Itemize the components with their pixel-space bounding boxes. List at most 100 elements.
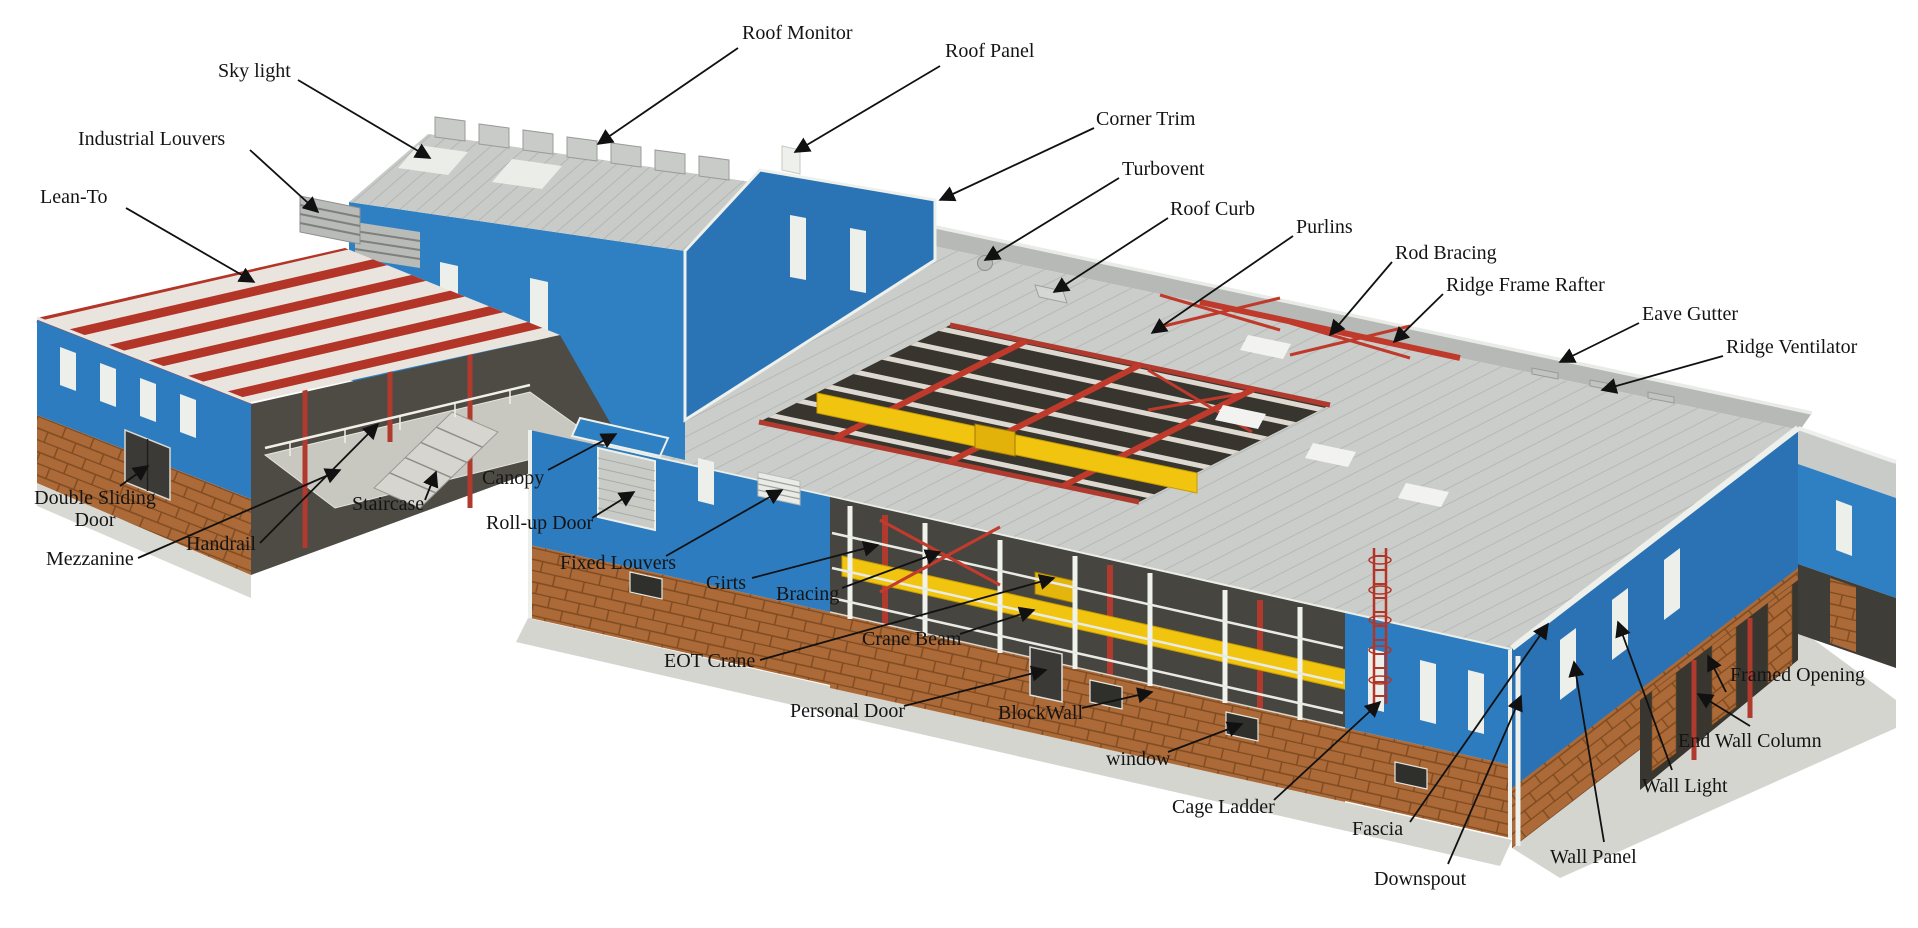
arrow-wall-light [1615,620,1673,771]
arrow-mezzanine [137,468,342,559]
label-window: window [1106,748,1171,770]
roof-skylight [1215,405,1266,429]
label-mezzanine: Mezzanine [46,548,134,570]
tall-block-gable [683,168,937,423]
wall-window [1394,761,1428,790]
label-fixed-louvers: Fixed Louvers [560,552,677,574]
arrow-roof-panel [793,65,941,153]
canopy-hood [570,416,670,458]
label-handrail: Handrail [186,533,256,555]
wall-light-strip [1612,588,1628,660]
label-downspout: Downspout [1374,868,1467,890]
cage-ladder-unit [1368,548,1392,704]
arrow-block-wall [1081,687,1154,709]
label-framed-opening: Framed Opening [1730,664,1865,686]
label-ridge-ventilator: Ridge Ventilator [1726,336,1858,358]
label-end-wall-column: End Wall Column [1678,730,1822,752]
arrow-turbovent [983,177,1120,261]
label-bracing: Bracing [776,583,840,605]
label-sky-light: Sky light [218,60,291,82]
label-eot-crane: EOT Crane [664,650,756,672]
roof-cutaway [758,322,1331,505]
arrow-girts [751,540,880,579]
arrow-roof-monitor [596,47,739,145]
label-staircase: Staircase [352,493,425,515]
label-corner-trim: Corner Trim [1096,108,1196,130]
arrow-fascia [1409,622,1549,823]
label-wall-panel: Wall Panel [1550,846,1637,868]
wall-light-strip [1560,628,1576,700]
arrow-ridge-ventilator [1600,355,1724,394]
eave-gutter-strip [916,221,1813,415]
white-columns [847,506,1303,720]
skylight-strip [492,159,562,189]
label-ridge-frame-rafter: Ridge Frame Rafter [1446,274,1605,296]
arrow-canopy [547,433,618,471]
arrow-sky-light [297,79,432,159]
label-eave-gutter: Eave Gutter [1642,303,1739,325]
arrow-downspout [1447,694,1523,865]
arrow-eave-gutter [1558,322,1640,363]
wall-light-strip [1664,548,1680,620]
arrow-wall-panel [1568,660,1605,843]
lean-to-front-wall [37,320,251,575]
label-industrial-louvers: Industrial Louvers [78,128,226,150]
ridge-vent [1647,391,1675,404]
arrow-ridge-frame-rafter [1392,293,1444,344]
label-roll-up-door: Roll-up Door [486,512,594,534]
roof-skylight [1305,443,1356,467]
label-girts: Girts [706,572,746,594]
arrow-fixed-louvers [665,489,784,557]
label-wall-light: Wall Light [1642,775,1728,797]
label-canopy: Canopy [482,467,545,489]
roof-skylight [1240,335,1291,359]
brick-pier [1651,672,1677,772]
label-cage-ladder: Cage Ladder [1172,796,1275,818]
brick-pier [1767,584,1793,684]
arrow-handrail [259,422,380,544]
arrow-eot-crane [759,574,1056,661]
fascia-band [1510,425,1800,651]
arrow-purlins [1150,235,1294,334]
arrow-end-wall-column [1696,693,1751,727]
right-end-wall [1510,425,1800,848]
arrow-roll-up-door [591,491,636,519]
arrow-bracing [841,549,942,589]
far-roof-slope [905,221,1813,430]
front-wall-right [1345,548,1512,838]
ridge-vent [1531,367,1559,380]
label-crane-beam: Crane Beam [862,628,962,650]
label-fascia: Fascia [1352,818,1404,840]
crane-trolley [974,423,1016,457]
arrow-double-sliding-door [119,465,150,487]
front-wall-left [528,416,830,685]
label-turbovent: Turbovent [1122,158,1205,180]
callout-arrows [119,47,1751,865]
personal-door-panel [1029,646,1063,703]
label-roof-monitor: Roof Monitor [742,22,853,44]
arrow-industrial-louvers [249,149,320,214]
right-rear-wing [1797,426,1897,668]
girt-lines [831,531,1344,715]
arrow-personal-door [903,665,1048,707]
arrow-framed-opening [1707,654,1727,693]
arrow-corner-trim [938,127,1095,202]
arrow-rod-bracing [1328,261,1393,337]
roof-skylight [1398,483,1449,507]
roll-up-door-panel [597,446,656,532]
arrow-roof-curb [1052,217,1169,293]
arrow-cage-ladder [1273,700,1382,801]
wall-window [1089,679,1123,710]
arrow-crane-beam [959,606,1036,635]
arrow-staircase [423,470,439,501]
handrail-rail [264,383,531,450]
arrow-lean-to [125,207,256,283]
ground-shadow [37,483,1896,878]
label-roof-curb: Roof Curb [1170,198,1255,220]
arrow-window [1167,721,1244,753]
label-lean-to: Lean-To [40,186,108,208]
label-personal-door: Personal Door [790,700,905,722]
label-block-wall: BlockWall [998,702,1084,724]
